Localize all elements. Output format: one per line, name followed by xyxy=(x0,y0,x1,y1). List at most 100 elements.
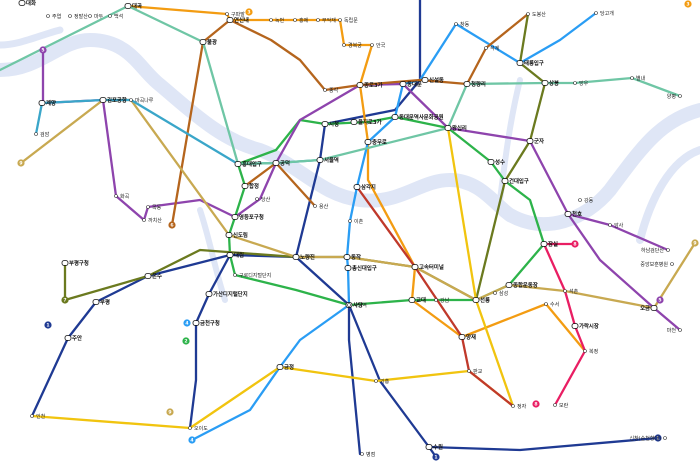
transfer-station-marker[interactable] xyxy=(391,114,399,120)
station[interactable]: 부평 xyxy=(92,298,110,306)
station[interactable]: 왕십리 xyxy=(444,124,467,132)
station[interactable]: 신창(순천향대) xyxy=(629,435,667,442)
station[interactable]: 신설동 xyxy=(421,76,444,84)
station[interactable]: 금천구청 xyxy=(192,319,220,327)
transfer-station-marker[interactable] xyxy=(650,305,658,311)
station[interactable]: 공덕 xyxy=(272,159,290,167)
station[interactable]: 석촌 xyxy=(563,288,579,295)
station[interactable]: 화곡 xyxy=(114,194,130,200)
station[interactable]: 동작 xyxy=(343,253,361,261)
station-marker[interactable] xyxy=(573,81,577,85)
transfer-station-marker[interactable] xyxy=(411,264,419,270)
station-marker[interactable] xyxy=(30,414,34,418)
transfer-station-marker[interactable] xyxy=(61,260,69,266)
station[interactable]: 김포공항 xyxy=(99,96,127,104)
station[interactable]: 종각 xyxy=(323,87,339,94)
station-marker[interactable] xyxy=(146,205,150,209)
transfer-station-marker[interactable] xyxy=(225,232,233,238)
station[interactable]: 이촌 xyxy=(348,218,364,225)
station[interactable]: 까치산 xyxy=(142,217,163,224)
station[interactable]: 종합운동장 xyxy=(505,281,538,289)
station[interactable]: 마곡나루 xyxy=(129,97,154,104)
station[interactable]: 창동 xyxy=(454,21,470,28)
transfer-station-marker[interactable] xyxy=(350,119,358,125)
station[interactable]: 홍대입구 xyxy=(234,160,262,168)
station[interactable]: 정발산 xyxy=(68,13,89,20)
station[interactable]: 동대문역사문화공원 xyxy=(391,113,444,121)
station[interactable]: 태릉입구 xyxy=(516,59,544,67)
station-marker[interactable] xyxy=(34,132,38,136)
station-marker[interactable] xyxy=(678,328,682,332)
station[interactable]: 삼각지 xyxy=(353,183,376,191)
transfer-station-marker[interactable] xyxy=(526,138,534,144)
station[interactable]: 양재 xyxy=(458,333,476,341)
transfer-station-marker[interactable] xyxy=(292,254,300,260)
transfer-station-marker[interactable] xyxy=(541,80,549,86)
transfer-station-marker[interactable] xyxy=(408,297,416,303)
station-marker[interactable] xyxy=(347,303,351,307)
station[interactable]: 당고개 xyxy=(594,10,615,17)
station[interactable]: 강남 xyxy=(434,297,450,304)
station-marker[interactable] xyxy=(108,14,112,18)
station-marker[interactable] xyxy=(511,404,515,408)
station[interactable]: 백석 xyxy=(108,13,124,20)
station[interactable]: 청량리 xyxy=(463,80,486,88)
station[interactable]: 양평 xyxy=(667,93,682,100)
station-marker[interactable] xyxy=(360,452,364,456)
station-marker[interactable] xyxy=(583,349,587,353)
transfer-station-marker[interactable] xyxy=(472,297,480,303)
station[interactable]: 복정 xyxy=(583,348,599,355)
station-marker[interactable] xyxy=(255,197,259,201)
station[interactable]: 총신대입구 xyxy=(344,264,377,272)
station-marker[interactable] xyxy=(342,43,346,47)
station-marker[interactable] xyxy=(370,43,374,47)
station[interactable]: 인천 xyxy=(30,413,46,420)
station[interactable]: 영등포구청 xyxy=(231,213,264,221)
station[interactable]: 독립문 xyxy=(338,17,359,24)
transfer-station-marker[interactable] xyxy=(364,139,372,145)
station[interactable]: 대곡 xyxy=(124,2,142,10)
transfer-station-marker[interactable] xyxy=(399,81,407,87)
station[interactable]: 기흥 xyxy=(374,378,390,385)
station[interactable]: 도봉산 xyxy=(526,11,547,18)
transfer-station-marker[interactable] xyxy=(343,254,351,260)
station[interactable]: 합정 xyxy=(241,182,259,190)
transfer-station-marker[interactable] xyxy=(226,252,234,258)
transfer-station-marker[interactable] xyxy=(444,125,452,131)
station[interactable]: 을지로3가 xyxy=(350,118,382,126)
station-marker[interactable] xyxy=(114,194,118,198)
station[interactable]: 가락시장 xyxy=(571,322,599,330)
station[interactable]: 검암 xyxy=(34,131,50,138)
transfer-station-marker[interactable] xyxy=(38,100,46,106)
station[interactable]: 천호 xyxy=(564,210,582,218)
transfer-station-marker[interactable] xyxy=(425,444,433,450)
transfer-station-marker[interactable] xyxy=(571,323,579,329)
station-marker[interactable] xyxy=(46,14,50,18)
station[interactable]: 부평구청 xyxy=(61,259,89,267)
station-marker[interactable] xyxy=(129,98,133,102)
station[interactable]: 종로3가 xyxy=(356,81,383,89)
transfer-station-marker[interactable] xyxy=(463,81,471,87)
station[interactable]: 구파발 xyxy=(225,11,246,18)
transfer-station-marker[interactable] xyxy=(421,77,429,83)
station[interactable]: 무악재 xyxy=(316,17,337,24)
station[interactable]: 선릉 xyxy=(472,296,490,304)
station[interactable]: 암사 xyxy=(608,222,624,229)
station-marker[interactable] xyxy=(663,436,667,440)
station[interactable]: 석계 xyxy=(484,45,500,52)
transfer-station-marker[interactable] xyxy=(353,184,361,190)
station[interactable]: 충무로 xyxy=(364,138,387,146)
station[interactable]: 경복궁 xyxy=(342,42,363,49)
transfer-station-marker[interactable] xyxy=(344,265,352,271)
transfer-station-marker[interactable] xyxy=(231,214,239,220)
transfer-station-marker[interactable] xyxy=(192,320,200,326)
station[interactable]: 용산 xyxy=(313,203,329,210)
station[interactable]: 안국 xyxy=(370,42,386,49)
station-marker[interactable] xyxy=(233,273,237,277)
station[interactable]: 금정 xyxy=(276,363,294,371)
station[interactable]: 마천 xyxy=(667,327,682,334)
station[interactable]: 당산 xyxy=(255,196,271,203)
station-marker[interactable] xyxy=(68,14,72,18)
station[interactable]: 목동 xyxy=(146,205,162,211)
station[interactable]: 정자 xyxy=(511,403,527,410)
